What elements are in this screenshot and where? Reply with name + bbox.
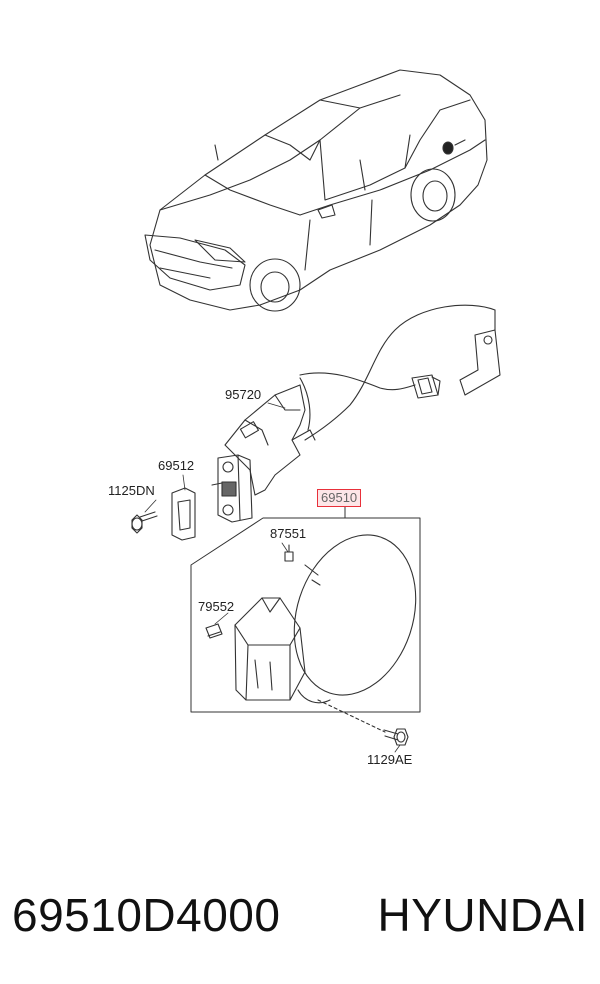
callout-1129AE: 1129AE	[367, 752, 413, 767]
callout-69510: 69510	[317, 489, 362, 507]
callout-69512: 69512	[158, 458, 195, 473]
cap-79552	[205, 623, 223, 639]
callout-95720: 95720	[225, 387, 262, 402]
car-illustration	[144, 69, 488, 312]
leader-lines	[144, 402, 401, 753]
callout-87551: 87551	[270, 526, 307, 541]
bracket-69512	[211, 454, 253, 523]
screw-1125DN	[131, 511, 158, 534]
grommet	[171, 487, 196, 541]
pin-87551	[284, 544, 294, 562]
screw-1129AE	[317, 699, 409, 746]
actuator-95720	[224, 384, 316, 496]
callout-79552: 79552	[198, 599, 235, 614]
assembly-box-69510	[190, 505, 421, 713]
fuel-door-panel	[293, 534, 417, 704]
brand-name: HYUNDAI	[377, 889, 588, 941]
caption: 69510D4000 HYUNDAI	[12, 880, 588, 950]
release-cable	[299, 304, 501, 441]
callout-1125DN: 1125DN	[108, 483, 155, 498]
parts-diagram	[131, 69, 501, 753]
part-number: 69510D4000	[12, 889, 281, 941]
housing-body	[234, 597, 306, 701]
